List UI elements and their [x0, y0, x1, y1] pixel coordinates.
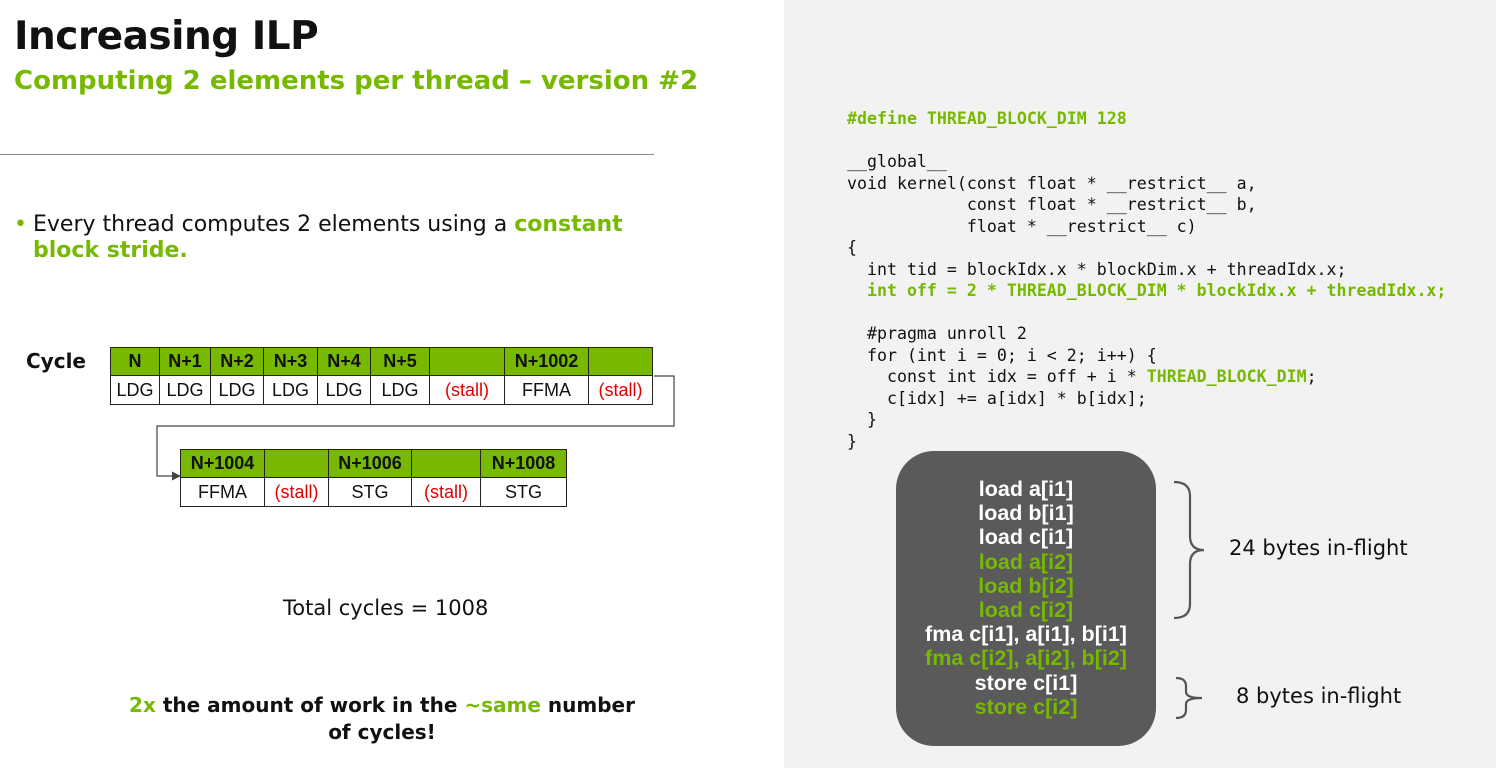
code-line-close-brace: } [847, 431, 857, 451]
instruction-op: load c[i1] [978, 525, 1074, 550]
cycle-header-cell: N+3 [263, 347, 318, 376]
stores-brace-icon [1175, 676, 1203, 720]
instruction-box: load a[i1]load b[i1]load c[i1]load a[i2]… [896, 451, 1156, 746]
summary-2x: 2x [129, 693, 156, 717]
bullet-text-highlight: constant block stride. [33, 212, 623, 263]
total-cycles: Total cycles = 1008 [283, 596, 489, 620]
cycle-label: Cycle [26, 349, 86, 373]
stores-in-flight: 8 bytes in-flight [1236, 684, 1402, 708]
code-line-fma: c[idx] += a[idx] * b[idx]; [847, 388, 1147, 408]
code-line-idx: const int idx = off + i * THREAD_BLOCK_D… [847, 366, 1446, 388]
stall-cell: (stall) [588, 375, 653, 405]
instruction-cell: LDG [159, 375, 211, 405]
code-blank [847, 302, 1446, 324]
loads-brace-icon [1173, 480, 1205, 620]
instruction-op: fma c[i1], a[i1], b[i1] [925, 622, 1127, 647]
cycle-header-cell: N+2 [210, 347, 264, 376]
instruction-cell: FFMA [504, 375, 589, 405]
kernel-code: #define THREAD_BLOCK_DIM 128 __global__vo… [847, 108, 1446, 452]
cycle-header-cell [588, 347, 653, 376]
slide-subtitle: Computing 2 elements per thread – versio… [14, 66, 699, 96]
bullet-text: Every thread computes 2 elements using a… [14, 212, 654, 264]
instruction-cell: STG [328, 477, 412, 507]
stall-cell: (stall) [429, 375, 505, 405]
code-line-param-c: float * __restrict__ c) [847, 216, 1197, 236]
connector-line [156, 375, 675, 477]
instruction-list: load a[i1]load b[i1]load c[i1]load a[i2]… [896, 477, 1156, 719]
stall-cell: (stall) [411, 477, 481, 507]
instruction-op: load b[i2] [978, 573, 1074, 598]
cycle-header-cell: N [110, 347, 160, 376]
stall-cell: (stall) [264, 477, 329, 507]
instruction-cell: LDG [370, 375, 430, 405]
instruction-cell: FFMA [180, 477, 265, 507]
cycle-header-cell [411, 449, 481, 478]
instruction-op: load c[i2] [978, 598, 1074, 623]
code-line-tid: int tid = blockIdx.x * blockDim.x + thre… [847, 259, 1347, 279]
cycle-header-cell: N+1002 [504, 347, 589, 376]
cycle-header-cell [264, 449, 329, 478]
bullet-point: • Every thread computes 2 elements using… [14, 212, 654, 264]
bullet-text-plain: Every thread computes 2 elements using a [33, 212, 515, 237]
cycle-header-cell: N+1006 [328, 449, 412, 478]
code-line-signature: void kernel(const float * __restrict__ a… [847, 173, 1257, 193]
code-idx-part1: const int idx = off + i * [847, 367, 1147, 386]
code-line-close-loop: } [847, 410, 877, 429]
code-line-pragma: #pragma unroll 2 [847, 324, 1027, 343]
instruction-op: store c[i1] [974, 670, 1078, 695]
cycle-header-cell: N+5 [370, 347, 430, 376]
code-idx-const: THREAD_BLOCK_DIM [1146, 367, 1307, 386]
cycle-header-cell: N+1 [159, 347, 211, 376]
instruction-op: load b[i1] [978, 501, 1074, 526]
cycle-header-cell: N+1008 [480, 449, 567, 478]
bullet-dot-icon: • [14, 212, 27, 237]
summary-same: ~same [464, 693, 541, 717]
code-line-open-brace: { [847, 238, 857, 257]
code-define: #define THREAD_BLOCK_DIM 128 [847, 109, 1127, 128]
instruction-op: fma c[i2], a[i2], b[i2] [925, 646, 1127, 671]
code-blank [847, 130, 1446, 152]
loads-in-flight: 24 bytes in-flight [1229, 536, 1408, 560]
code-line-for: for (int i = 0; i < 2; i++) { [847, 345, 1157, 365]
instruction-cell: LDG [210, 375, 264, 405]
instruction-cell: LDG [263, 375, 318, 405]
cycle-header-cell: N+4 [317, 347, 371, 376]
instruction-op: store c[i2] [974, 694, 1078, 719]
instruction-cell: LDG [110, 375, 160, 405]
code-line-param-b: const float * __restrict__ b, [847, 195, 1257, 214]
cycle-header-cell [429, 347, 505, 376]
instruction-op: load a[i2] [978, 549, 1074, 574]
code-idx-semicolon: ; [1306, 367, 1317, 386]
instruction-op: load a[i1] [978, 477, 1074, 501]
instruction-cell: STG [480, 477, 567, 507]
slide-title: Increasing ILP [14, 14, 319, 59]
connector-arrow-icon [172, 471, 181, 481]
code-line-global: __global__ [847, 152, 947, 171]
instruction-cell: LDG [317, 375, 371, 405]
summary-part2: the amount of work in the [155, 693, 465, 717]
summary-text: 2x the amount of work in the ~same numbe… [120, 692, 644, 746]
title-divider [0, 154, 654, 155]
cycle-header-cell: N+1004 [180, 449, 265, 478]
summary-part4: number of cycles! [328, 693, 635, 744]
code-line-off: int off = 2 * THREAD_BLOCK_DIM * blockId… [847, 281, 1447, 300]
